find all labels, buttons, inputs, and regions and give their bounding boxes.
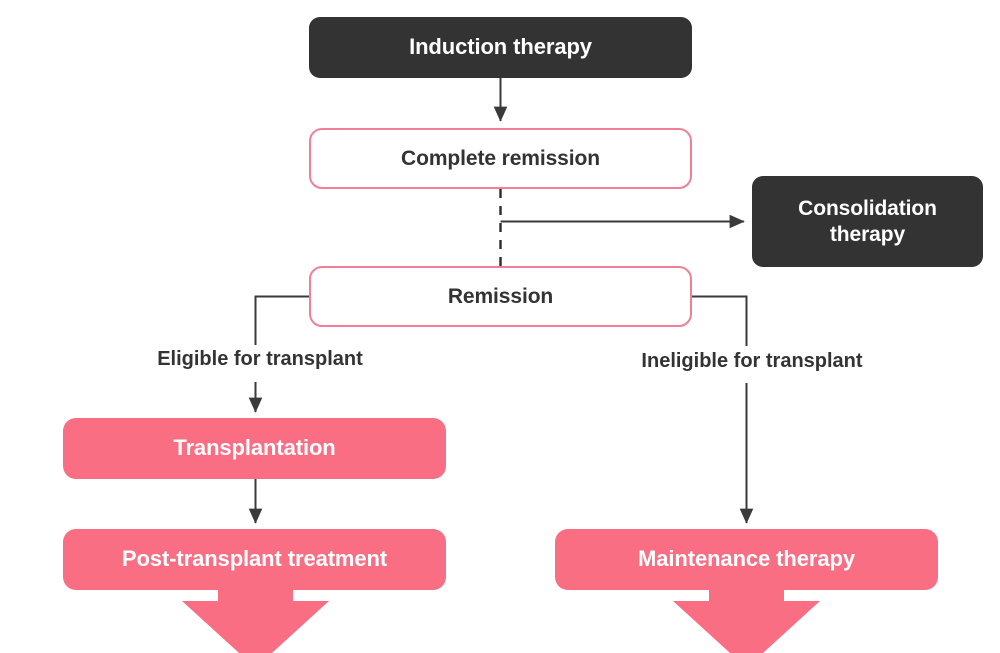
node-complete-remission-label: Complete remission (401, 146, 600, 170)
node-consolidation-therapy-line1: Consolidation (798, 196, 937, 220)
edge-remission-left-branch-top (254, 295, 309, 345)
node-post-transplant-treatment[interactable]: Post-transplant treatment (63, 529, 446, 590)
node-remission[interactable]: Remission (309, 266, 692, 327)
node-transplantation[interactable]: Transplantation (63, 418, 446, 479)
node-consolidation-therapy-line2: therapy (829, 222, 906, 246)
branch-label-eligible-for-transplant: Eligible for transplant (104, 348, 416, 371)
node-maintenance-therapy[interactable]: Maintenance therapy (555, 529, 938, 590)
node-remission-label: Remission (447, 284, 554, 308)
branch-label-ineligible-for-transplant: Ineligible for transplant (596, 350, 908, 373)
node-maintenance-therapy-label: Maintenance therapy (638, 546, 855, 572)
node-induction-therapy-label: Induction therapy (409, 34, 592, 60)
node-induction-therapy[interactable]: Induction therapy (309, 17, 692, 78)
terminal-block-arrow-right (673, 580, 820, 653)
node-consolidation-therapy[interactable]: Consolidation therapy (752, 176, 983, 267)
node-consolidation-therapy-label: Consolidation therapy (798, 196, 937, 247)
node-complete-remission[interactable]: Complete remission (309, 128, 692, 189)
terminal-block-arrow-left (182, 580, 329, 653)
node-post-transplant-treatment-label: Post-transplant treatment (121, 546, 388, 572)
node-transplantation-label: Transplantation (173, 435, 336, 461)
edge-remission-right-branch-top (692, 295, 748, 346)
